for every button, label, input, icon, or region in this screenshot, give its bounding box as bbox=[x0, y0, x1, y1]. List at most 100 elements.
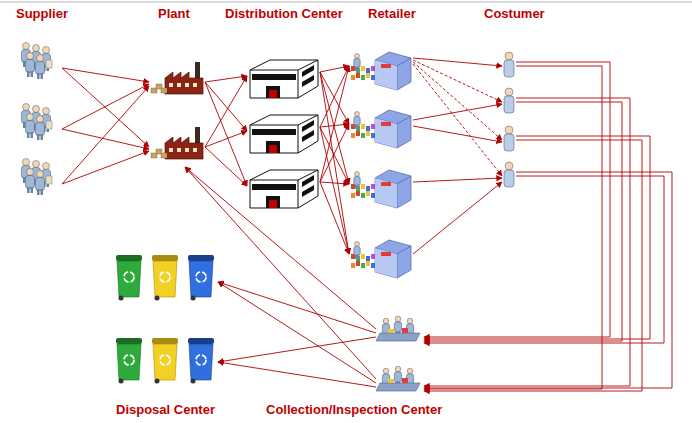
goods bbox=[356, 261, 360, 266]
person-body bbox=[504, 60, 514, 77]
person-leg bbox=[41, 189, 44, 195]
person-body bbox=[36, 62, 45, 75]
chimney bbox=[195, 62, 200, 78]
window bbox=[185, 83, 189, 87]
person-body bbox=[354, 176, 360, 185]
person-leg bbox=[37, 189, 40, 195]
person-leg bbox=[37, 134, 40, 140]
person-leg bbox=[31, 187, 34, 193]
flow-arrow bbox=[62, 84, 149, 129]
goods bbox=[356, 131, 360, 136]
person-head bbox=[355, 54, 360, 59]
goods bbox=[361, 193, 365, 198]
person-head bbox=[37, 171, 44, 178]
flow-arrow bbox=[185, 167, 376, 379]
person-leg bbox=[31, 71, 34, 77]
recycle-symbol bbox=[124, 355, 134, 365]
goods bbox=[361, 124, 365, 129]
warehouse-body bbox=[250, 170, 318, 208]
person-leg bbox=[37, 73, 40, 79]
item bbox=[402, 328, 408, 333]
customer-icon bbox=[504, 126, 514, 151]
bin-wheel bbox=[191, 296, 196, 301]
person-head bbox=[27, 53, 34, 60]
section-heading: Plant bbox=[158, 6, 190, 22]
flow-arrow bbox=[205, 82, 247, 131]
goods bbox=[366, 191, 370, 196]
flow-arrow bbox=[413, 182, 502, 254]
flow-arrow bbox=[320, 66, 349, 127]
collection-center-icon bbox=[376, 316, 420, 341]
bin-wheel bbox=[119, 379, 124, 384]
crate bbox=[161, 88, 167, 93]
person-leg bbox=[27, 132, 30, 138]
person-leg bbox=[27, 187, 30, 193]
flow-arrow bbox=[424, 102, 622, 341]
window bbox=[193, 148, 197, 152]
goods bbox=[366, 73, 370, 78]
recycle-bin bbox=[188, 255, 214, 301]
bin-lid bbox=[188, 338, 214, 344]
person-body bbox=[36, 123, 45, 136]
goods bbox=[361, 263, 365, 268]
factory-building bbox=[165, 137, 203, 159]
window bbox=[177, 83, 181, 87]
store-front bbox=[375, 60, 397, 90]
flow-arrow bbox=[320, 182, 349, 184]
person-body bbox=[354, 116, 360, 125]
store-edge bbox=[375, 176, 411, 208]
store-body bbox=[375, 170, 411, 208]
bin-wheel bbox=[155, 379, 160, 384]
bin-wheel bbox=[155, 296, 160, 301]
store-edge bbox=[375, 58, 411, 90]
goods bbox=[351, 133, 355, 138]
warehouse-stripe bbox=[252, 74, 296, 80]
person-head bbox=[505, 126, 513, 134]
store-body bbox=[375, 240, 411, 278]
store-front bbox=[375, 248, 397, 278]
store-sign bbox=[381, 64, 391, 68]
person-head bbox=[33, 161, 40, 168]
person-head bbox=[505, 52, 513, 60]
person-head bbox=[43, 108, 50, 115]
store-edge bbox=[375, 116, 411, 148]
flow-arrow bbox=[205, 147, 247, 186]
bin-body bbox=[153, 261, 177, 297]
bin-wheel bbox=[119, 296, 124, 301]
person-leg bbox=[355, 185, 357, 189]
recycle-bin bbox=[152, 338, 178, 384]
section-heading: Disposal Center bbox=[116, 402, 215, 418]
recycle-bin bbox=[116, 255, 142, 301]
flow-arrow bbox=[218, 337, 376, 362]
flow-arrow bbox=[413, 104, 502, 120]
warehouse-door bbox=[269, 145, 277, 153]
flow-arrow bbox=[413, 178, 502, 182]
person-head bbox=[407, 368, 413, 374]
bin-lid bbox=[188, 255, 214, 261]
warehouse-stripe bbox=[302, 175, 314, 197]
goods bbox=[371, 133, 375, 138]
supplier-icon bbox=[22, 43, 53, 80]
recycle-bin bbox=[152, 255, 178, 301]
section-heading: Costumer bbox=[484, 6, 545, 22]
person-head bbox=[407, 318, 413, 324]
flow-arrow bbox=[218, 362, 376, 387]
flow-arrow bbox=[320, 66, 349, 72]
person-head bbox=[505, 162, 513, 170]
person-head bbox=[383, 368, 389, 374]
person-leg bbox=[31, 132, 34, 138]
person-head bbox=[37, 55, 44, 62]
store-body bbox=[375, 52, 411, 90]
goods bbox=[361, 184, 365, 189]
warehouse-body bbox=[250, 115, 318, 153]
goods bbox=[351, 75, 355, 80]
flow-arrow bbox=[413, 126, 502, 142]
person-body bbox=[26, 121, 35, 134]
person-head bbox=[505, 88, 513, 96]
goods bbox=[361, 133, 365, 138]
flow-arrow bbox=[62, 129, 149, 149]
person-head bbox=[27, 169, 34, 176]
warehouse-edge bbox=[250, 60, 318, 98]
person-body bbox=[354, 246, 360, 255]
